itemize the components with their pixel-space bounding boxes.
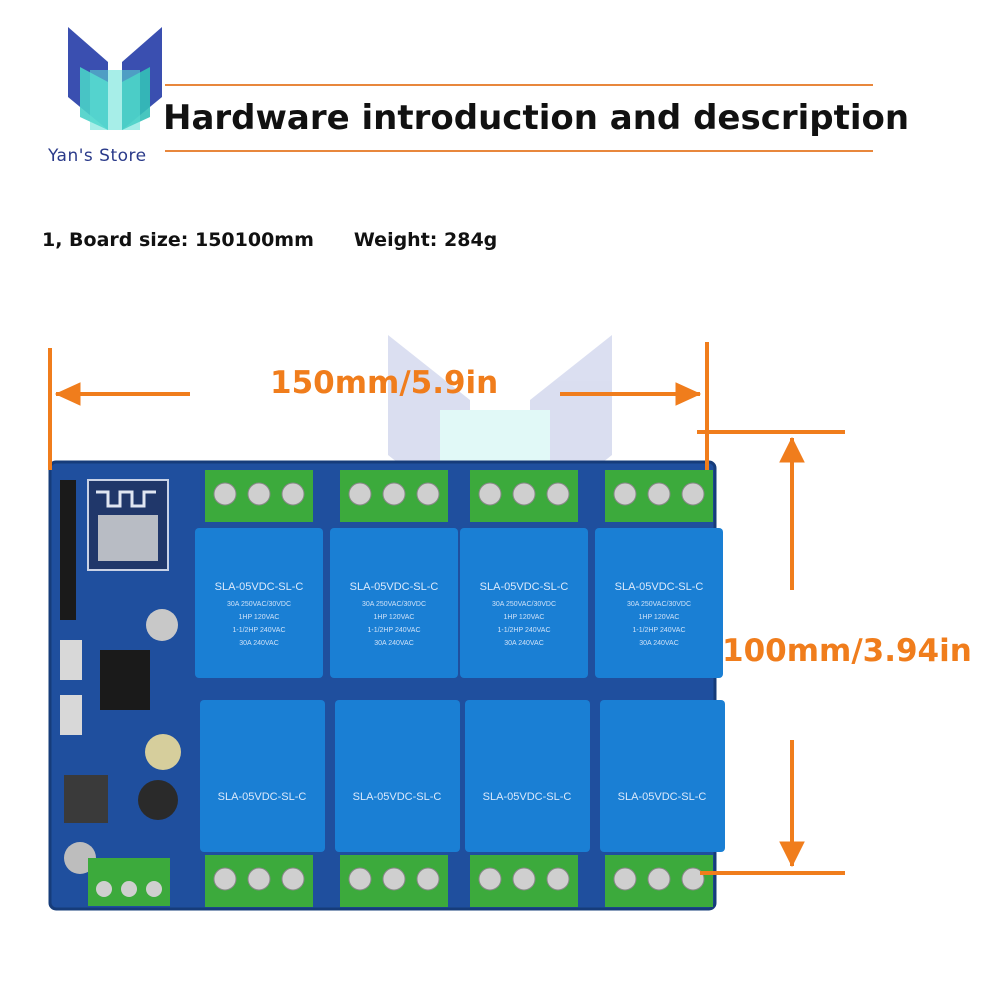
width-dimension-label: 150mm/5.9in [270,365,499,401]
header-rule-top [165,84,873,86]
relay-bottom-label: SLA-05VDC-SL-C [353,791,442,803]
terminal-block-top-2 [340,470,448,522]
relay-top-4: SLA-05VDC-SL-C 30A 250VAC/30VDC 1HP 120VAC… [595,528,723,678]
relay-rating-line: 30A 240VAC [374,640,414,647]
relay-bottom-label: SLA-05VDC-SL-C [483,791,572,803]
relay-rating-line: 1HP 120VAC [639,614,680,621]
relay-top-label: SLA-05VDC-SL-C [350,581,439,593]
button-1 [60,640,82,680]
pin-header [60,480,76,620]
relays: SLA-05VDC-SL-C 30A 250VAC/30VDC 1HP 120VAC… [195,528,725,852]
relay-rating-line: 30A 250VAC/30VDC [492,601,556,608]
weight-text: Weight: 284g [353,229,498,251]
store-name: Yan's Store [48,146,147,166]
inductor [138,780,178,820]
relay-bottom-3: SLA-05VDC-SL-C [465,700,590,852]
regulator [64,775,108,823]
page-title: Hardware introduction and description [163,98,910,138]
terminal-block-bottom-2 [340,855,448,907]
relay-top-3: SLA-05VDC-SL-C 30A 250VAC/30VDC 1HP 120VAC… [460,528,588,678]
relay-rating-line: 1HP 120VAC [239,614,280,621]
relay-bottom-4: SLA-05VDC-SL-C [600,700,725,852]
height-dimension [697,430,845,875]
relay-top-1: SLA-05VDC-SL-C 30A 250VAC/30VDC 1HP 120VAC… [195,528,323,678]
capacitor-2 [145,734,181,770]
relay-rating-line: 1-1/2HP 240VAC [632,627,685,634]
relay-rating-line: 30A 240VAC [639,640,679,647]
store-logo-icon [68,27,162,130]
relay-bottom-2: SLA-05VDC-SL-C [335,700,460,852]
relay-top-2: SLA-05VDC-SL-C 30A 250VAC/30VDC 1HP 120VAC… [330,528,458,678]
relay-top-label: SLA-05VDC-SL-C [480,581,569,593]
relay-rating-line: 30A 250VAC/30VDC [362,601,426,608]
relay-rating-line: 1-1/2HP 240VAC [232,627,285,634]
wifi-module [87,479,169,571]
relay-bottom-label: SLA-05VDC-SL-C [218,791,307,803]
relay-rating-line: 30A 240VAC [239,640,279,647]
terminal-block-top-1 [205,470,313,522]
relay-bottom-label: SLA-05VDC-SL-C [618,791,707,803]
ic-chip [100,650,150,710]
board-specs: 1, Board size: 150100mm Weight: 284g [42,229,497,251]
relay-rating-line: 1HP 120VAC [374,614,415,621]
relay-rating-line: 1-1/2HP 240VAC [367,627,420,634]
relay-rating-line: 1HP 120VAC [504,614,545,621]
board-size-text: 1, Board size: 150100mm [42,229,314,251]
relay-bottom-1: SLA-05VDC-SL-C [200,700,325,852]
terminal-block-bottom-1 [205,855,313,907]
terminal-block-top-3 [470,470,578,522]
header-rule-bottom [165,150,873,152]
relay-rating-line: 30A 240VAC [504,640,544,647]
relay-rating-line: 1-1/2HP 240VAC [497,627,550,634]
relay-top-label: SLA-05VDC-SL-C [215,581,304,593]
terminal-block-bottom-4 [605,855,713,907]
relay-rating-line: 30A 250VAC/30VDC [227,601,291,608]
terminal-block-bottom-3 [470,855,578,907]
terminal-block-top-4 [605,470,713,522]
capacitor-1 [146,609,178,641]
relay-rating-line: 30A 250VAC/30VDC [627,601,691,608]
button-2 [60,695,82,735]
relay-top-label: SLA-05VDC-SL-C [615,581,704,593]
terminal-blocks [205,470,713,907]
power-terminal [88,858,170,906]
height-dimension-label: 100mm/3.94in [722,633,972,669]
width-dimension [48,342,709,470]
